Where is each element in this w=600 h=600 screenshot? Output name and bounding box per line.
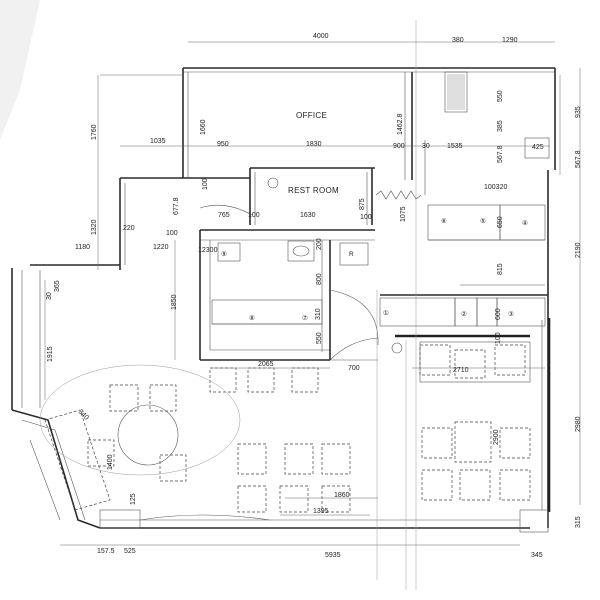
dim-1830: 1830 (306, 141, 322, 148)
dim-100d: 100 (166, 230, 178, 237)
dim-100b: 100 (248, 212, 260, 219)
furniture-layout (39, 341, 531, 513)
dim-200: 200 (316, 238, 323, 250)
dim-650: 650 (497, 216, 504, 228)
dim-1850: 1850 (171, 294, 178, 310)
dim-157-5: 157.5 (97, 548, 115, 555)
stair-symbol (267, 177, 279, 189)
dim-1395: 1395 (313, 508, 329, 515)
dim-2065: 2065 (258, 361, 274, 368)
dim-1860: 1860 (334, 492, 350, 499)
dim-2900: 2900 (493, 429, 500, 445)
dim-100a: 100 (202, 178, 209, 190)
fixture-tag-9: ⑨ (221, 250, 227, 258)
dim-1462-8: 1462.8 (397, 113, 404, 135)
dim-1760: 1760 (91, 124, 98, 140)
dim-2190: 2190 (575, 242, 582, 258)
dim-310: 310 (315, 308, 322, 320)
dim-550: 550 (497, 90, 504, 102)
dim-935: 935 (575, 106, 582, 118)
dim-600: 600 (495, 308, 502, 320)
dim-1535: 1535 (447, 143, 463, 150)
paper-fold-shadow (0, 0, 40, 140)
dim-800: 800 (316, 273, 323, 285)
dim-950: 950 (217, 141, 229, 148)
dim-4000: 4000 (313, 33, 329, 40)
dim-525: 525 (124, 548, 136, 555)
room-label-office: OFFICE (296, 111, 327, 120)
dim-1180: 1180 (75, 244, 90, 251)
dim-2980: 2980 (575, 416, 582, 432)
dim-100c: 100 (360, 214, 372, 221)
dim-2710: 2710 (453, 367, 469, 374)
fixture-tag-5: ⑤ (480, 217, 486, 225)
dim-30: 30 (422, 143, 430, 150)
fixture-tag-3: ③ (508, 310, 514, 318)
fixture-tag-4: ④ (522, 219, 528, 227)
dim-567-8: 567.8 (497, 145, 504, 163)
dim-315: 315 (575, 516, 582, 528)
dim-700: 700 (348, 365, 360, 372)
drain-symbol (391, 342, 403, 354)
fixture-tag-8: ⑧ (249, 314, 255, 322)
dim-425: 425 (532, 144, 544, 151)
dim-220: 220 (123, 225, 135, 232)
fixture-tag-6: ⑥ (441, 217, 447, 225)
fixture-tag-2: ② (461, 310, 467, 318)
room-label-rest-room: REST ROOM (288, 186, 339, 195)
dim-345: 345 (531, 552, 543, 559)
dim-1630: 1630 (300, 212, 316, 219)
dim-550b: 550 (316, 332, 323, 344)
dimension-lines (44, 41, 581, 546)
dim-875: 875 (359, 198, 366, 210)
dim-340: 340 (77, 408, 90, 421)
dim-5935: 5935 (325, 552, 341, 559)
dim-100e: 100 (495, 332, 502, 344)
dim-815: 815 (497, 263, 504, 275)
dim-1320: 1320 (91, 219, 98, 235)
fixture-tag-1: ① (383, 309, 389, 317)
outer-walls (11, 67, 556, 533)
dim-1075: 1075 (400, 206, 407, 222)
dim-365: 365 (54, 280, 61, 292)
dim-900: 900 (393, 143, 405, 150)
dim-677-8: 677.8 (173, 197, 180, 215)
dim-765: 765 (218, 212, 230, 219)
interior-walls (139, 20, 550, 590)
fixture-tag-r: R (349, 251, 354, 258)
dim-1290: 1290 (502, 37, 518, 44)
dim-100320: 100320 (484, 184, 507, 191)
dim-125: 125 (130, 493, 137, 505)
dim-567-8b: 567.8 (575, 150, 582, 168)
dim-380: 380 (452, 37, 464, 44)
dim-1035: 1035 (150, 138, 166, 145)
dim-1660: 1660 (200, 119, 207, 135)
dim-12300: 12300 (198, 247, 218, 254)
dim-1400: 1400 (107, 454, 114, 470)
dim-1915: 1915 (47, 346, 54, 362)
fixture-tag-7: ⑦ (302, 314, 308, 322)
dim-30b: 30 (46, 292, 53, 300)
dim-1220: 1220 (153, 244, 169, 251)
dim-385: 385 (497, 120, 504, 132)
